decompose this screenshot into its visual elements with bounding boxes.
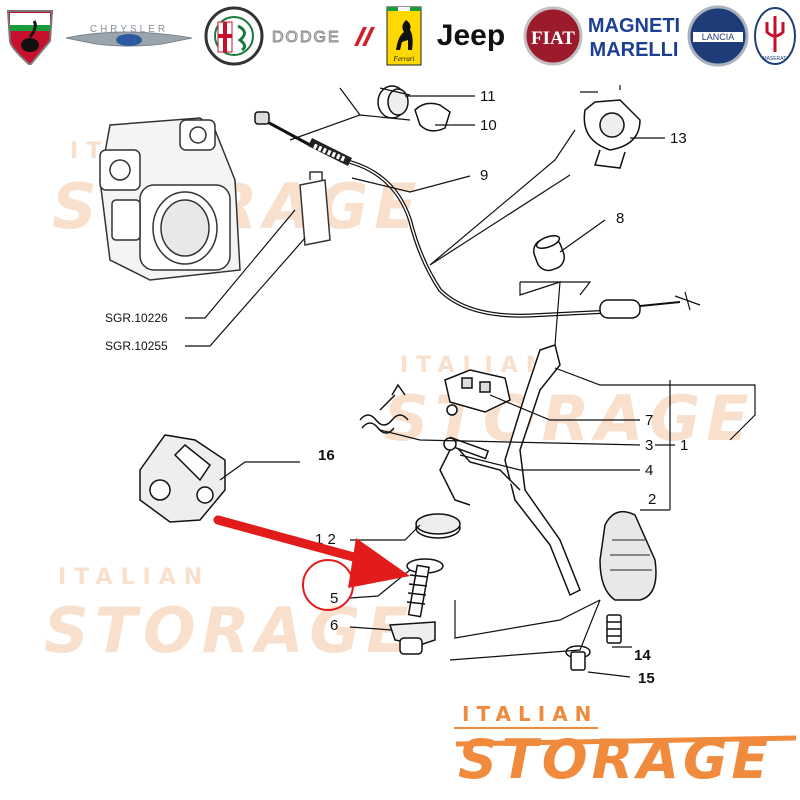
gasket — [299, 179, 331, 246]
brand-label: Ferrari — [393, 55, 415, 63]
logo-swoosh — [454, 727, 797, 747]
callouts: 11 10 13 9 8 7 3 1 4 2 16 1 2 5 6 14 15 — [315, 88, 688, 687]
brand-label: DODGE — [272, 29, 341, 46]
callout-13: 13 — [670, 130, 687, 147]
accelerator-cable — [254, 111, 701, 319]
maserati-logo: MASERATI — [752, 6, 798, 66]
svg-text:MARELLI: MARELLI — [590, 39, 679, 61]
brand-bar: CHRYSLER DODGE Ferrari Jeep FIA — [0, 0, 800, 72]
pedal-housing — [139, 434, 226, 523]
highlight-arrow-icon — [213, 515, 410, 588]
callout-6: 6 — [330, 617, 338, 634]
brand-label: MASERATI — [762, 56, 787, 62]
magneti-marelli-logo: MAGNETI MARELLI — [588, 6, 680, 66]
jeep-logo: Jeep — [428, 6, 514, 66]
callout-14: 14 — [634, 647, 651, 664]
callout-5: 5 — [330, 590, 338, 607]
callout-3: 3 — [645, 437, 653, 454]
brand-label: FIAT — [531, 28, 575, 49]
ferrari-logo: Ferrari — [384, 6, 424, 66]
callout-2: 2 — [648, 491, 656, 508]
maserati-trident-icon: MASERATI — [754, 7, 796, 65]
chrysler-logo: CHRYSLER — [62, 6, 196, 66]
ref-sgr-10255: SGR.10255 — [105, 339, 168, 353]
pedal-bracket — [444, 369, 511, 416]
throttle-body — [99, 117, 241, 281]
logo-top-text: ITALIAN — [462, 702, 599, 726]
dodge-logo: DODGE — [268, 6, 380, 66]
alfa-romeo-roundel-icon — [204, 6, 264, 66]
callout-4: 4 — [645, 462, 653, 479]
abarth-logo — [2, 6, 58, 66]
alfa-romeo-logo — [202, 6, 266, 66]
brand-label: LANCIA — [702, 32, 735, 42]
jeep-wordmark: Jeep — [436, 19, 506, 52]
watermark-line1: ITALIAN — [58, 565, 210, 590]
callout-1: 1 — [680, 437, 688, 454]
pedal-pad — [599, 510, 657, 601]
chrysler-wings-icon: CHRYSLER — [65, 24, 193, 47]
callout-9: 9 — [480, 167, 488, 184]
lancia-logo: LANCIA — [686, 5, 750, 67]
ref-leaders — [185, 209, 306, 347]
watermark-line2: STORAGE — [384, 382, 755, 455]
bush-parts — [377, 85, 451, 132]
adjuster-parts — [388, 513, 461, 655]
cap — [533, 235, 565, 272]
callout-10: 10 — [480, 117, 497, 134]
logo-main-text: STORAGE — [458, 728, 773, 791]
lancia-shield-icon: LANCIA — [687, 5, 749, 67]
callout-8: 8 — [616, 210, 624, 227]
fiat-logo: FIAT — [522, 6, 584, 66]
magneti-marelli-wordmark: MAGNETI MARELLI — [588, 15, 680, 61]
leader-lines — [219, 85, 756, 678]
cable-clip — [583, 99, 641, 169]
fiat-badge-icon: FIAT — [523, 6, 583, 66]
dodge-stripes-icon: DODGE — [272, 27, 375, 47]
callout-11: 11 — [480, 88, 496, 105]
callout-15: 15 — [638, 670, 655, 687]
watermark-line2: STORAGE — [44, 594, 415, 667]
callout-16: 16 — [318, 447, 335, 464]
svg-text:MAGNETI: MAGNETI — [588, 15, 680, 37]
brand-label: CHRYSLER — [90, 24, 168, 35]
ref-sgr-10226: SGR.10226 — [105, 311, 168, 325]
callout-7: 7 — [645, 412, 653, 429]
screw-parts — [565, 614, 622, 671]
ferrari-prancing-horse-icon: Ferrari — [386, 6, 422, 66]
abarth-scorpion-icon — [6, 10, 54, 65]
gasket-tab — [309, 171, 323, 180]
